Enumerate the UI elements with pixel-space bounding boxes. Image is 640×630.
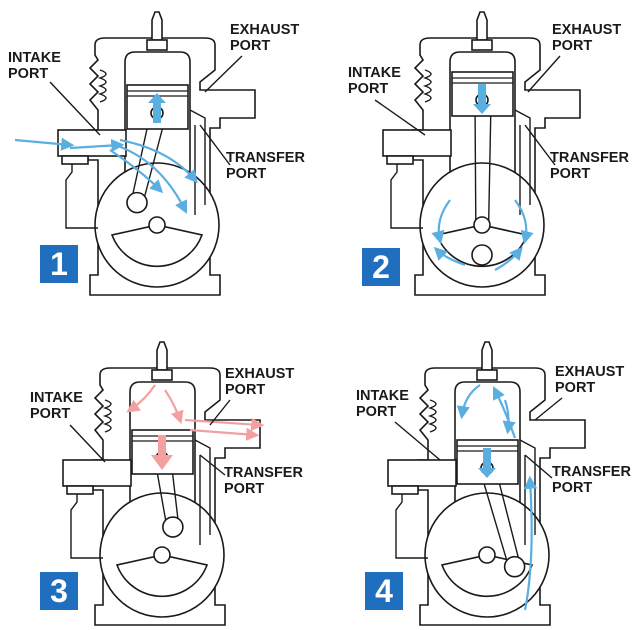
leader-line [209,399,231,426]
panel4-intake-label: INTAKE PORT [356,388,409,420]
intake-pipe [382,129,452,157]
piston-rings [452,77,513,84]
leader-line [199,124,231,166]
spark-plug-nut [146,39,168,51]
intake-pipe [62,459,132,487]
fuel-line [395,494,428,559]
piston-down-arrow [151,435,173,470]
crank-pin [503,555,526,578]
transfer-passage [194,439,211,545]
leader-line [524,124,556,166]
engine-panel-2 [382,11,581,296]
intake-fitting [391,485,419,495]
spark-plug [151,11,163,41]
panel1-intake-label: INTAKE PORT [8,50,61,82]
leader-line [204,55,243,93]
crankcase-flow-arrow [514,199,534,245]
leader-line [199,454,226,476]
exhaust-flow-arrow [126,384,156,413]
crank-counterweight [115,554,209,598]
engine-panel-3 [62,341,265,626]
leader-line [374,99,426,136]
leader-line [534,397,563,421]
intake-flow-arrow [69,138,125,153]
intake-pipe [387,459,457,487]
intake-fitting [66,485,94,495]
crankshaft [148,216,166,234]
exhaust-flow-arrow [164,389,184,425]
panel2-step-badge: 2 [362,248,400,286]
panel3-transfer-label: TRANSFER PORT [224,465,303,497]
cooling-fins [97,69,107,103]
crank-pin [471,244,493,266]
crankcase-flow-arrow [433,246,466,267]
cylinder-bore [449,51,516,200]
connecting-rod [479,469,522,567]
cylinder-bore [129,381,196,530]
panel3-step-badge: 3 [40,572,78,610]
piston-up-arrow [148,93,166,123]
panel1-step-badge: 1 [40,245,78,283]
spark-plug [481,341,493,371]
intake-fitting [61,155,89,165]
fuel-line [390,164,423,229]
cylinder-bore [454,381,521,530]
panel1-transfer-label: TRANSFER PORT [226,150,305,182]
crankshaft [473,216,491,234]
panel3-intake-label: INTAKE PORT [30,390,83,422]
leader-line [527,55,561,93]
panel2-intake-label: INTAKE PORT [348,65,401,97]
panel2-exhaust-label: EXHAUST PORT [552,22,622,54]
crankshaft [153,546,171,564]
transfer-flow-arrow [502,399,516,435]
leader-line [394,421,441,461]
leader-line [69,424,106,463]
crank-counterweight [110,224,204,268]
intake-pipe [57,129,127,157]
piston-down-arrow [478,448,496,478]
intake-flow-arrow [14,137,75,151]
exhaust-flow-arrow [184,417,265,432]
cooling-fins [102,399,112,433]
intake-flow-arrow [109,149,164,194]
intake-flow-arrow [119,138,198,184]
crank-pin [126,191,148,214]
engine-panel-1 [14,11,256,296]
leader-line [524,454,553,479]
panel4-exhaust-label: EXHAUST PORT [555,364,625,396]
panel4-transfer-label: TRANSFER PORT [552,464,631,496]
cooling-fins [427,399,437,433]
crank-pin [162,516,184,538]
spark-plug-nut [471,39,493,51]
exhaust-flow-arrow [189,427,260,441]
fuel-line [70,494,103,559]
spark-plug-nut [151,369,173,381]
transfer-flow-arrow [456,384,481,420]
transfer-passage [514,109,531,215]
panel2-transfer-label: TRANSFER PORT [550,150,629,182]
intake-fitting [386,155,414,165]
crankcase-flow-arrow [431,199,451,245]
cooling-fins [422,69,432,103]
spark-plug-nut [476,369,498,381]
transfer-passage [519,439,536,545]
intake-flow-arrow [114,143,187,214]
panel3-exhaust-label: EXHAUST PORT [225,366,295,398]
fuel-line [65,164,98,229]
spark-plug [156,341,168,371]
panel4-step-badge: 4 [365,572,403,610]
crankshaft [478,546,496,564]
transfer-flow-arrow [523,475,538,611]
crankcase-flow-arrow [494,246,523,271]
panel1-exhaust-label: EXHAUST PORT [230,22,300,54]
cylinder-bore [124,51,191,200]
piston-down-arrow [473,84,491,114]
spark-plug [476,11,488,41]
leader-line [49,81,101,136]
engine-panel-4 [387,341,586,626]
